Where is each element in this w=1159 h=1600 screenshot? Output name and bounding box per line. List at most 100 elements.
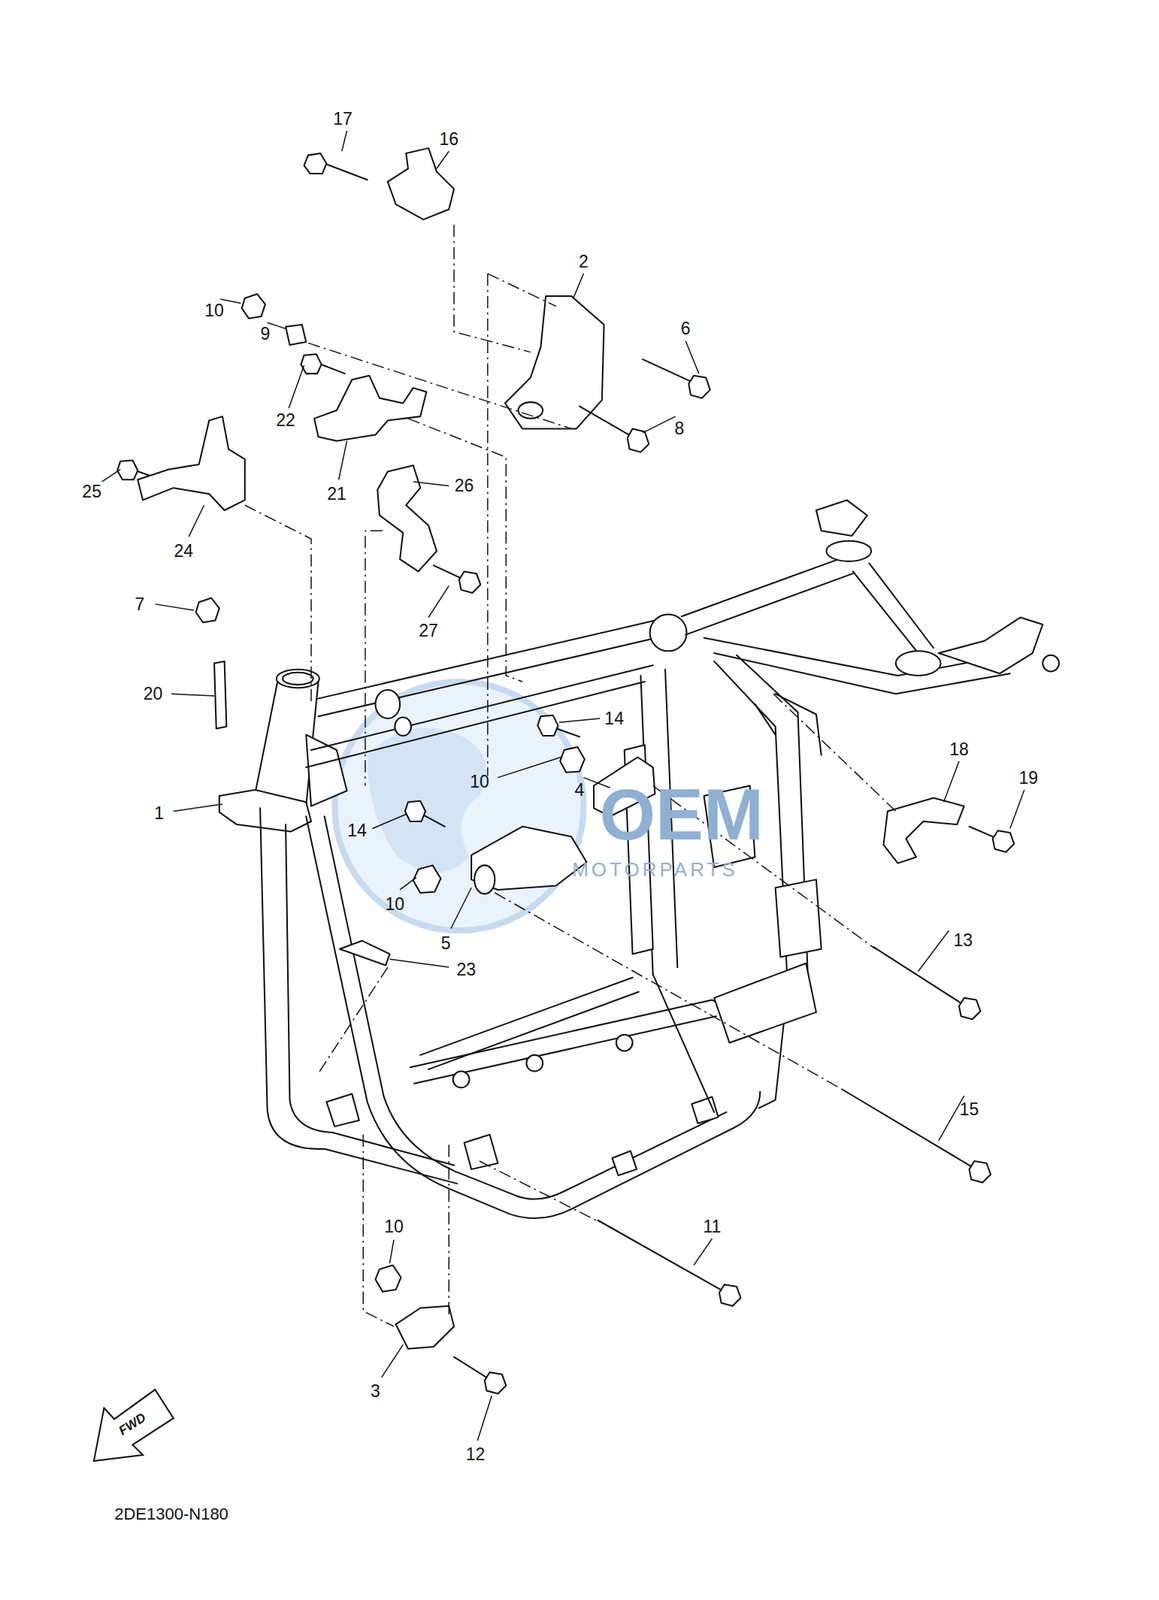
frame-parts (453, 1357, 491, 1380)
frame-parts (242, 293, 266, 319)
frame-parts (883, 798, 965, 864)
motorcycle-frame (1042, 655, 1060, 672)
callout-number: 5 (441, 934, 451, 952)
frame-parts (642, 359, 694, 383)
leader-lines (102, 130, 1025, 1441)
assembly-lines (487, 273, 557, 776)
frame-parts (992, 830, 1015, 853)
motorcycle-frame (826, 541, 872, 562)
motorcycle-frame (650, 614, 687, 651)
leader-lines (288, 365, 304, 409)
leader-lines (171, 693, 215, 697)
forward-arrow (93, 1389, 174, 1462)
callout-number: 19 (1018, 768, 1038, 787)
assembly-lines (773, 693, 896, 811)
motorcycle-frame (616, 1034, 633, 1052)
callout-number: 14 (347, 822, 367, 840)
frame-parts (375, 689, 401, 719)
motorcycle-frame (276, 669, 320, 688)
frame-parts (688, 375, 711, 399)
frame-parts (300, 354, 321, 374)
motorcycle-frame (714, 963, 817, 1044)
callout-number: 16 (438, 130, 459, 148)
leader-lines (693, 1238, 712, 1265)
frame-parts (484, 1372, 507, 1395)
callout-number: 2 (578, 252, 589, 270)
callout-number: 3 (370, 1382, 381, 1400)
leader-lines (372, 814, 406, 830)
frame-parts (579, 406, 633, 438)
watermark-globe (367, 728, 487, 873)
leader-lines (338, 441, 348, 481)
leader-lines (497, 756, 561, 778)
leader-lines (154, 604, 194, 611)
callout-number: 4 (574, 780, 585, 799)
callout-number: 10 (384, 1218, 404, 1236)
direction-mark: FWD (117, 1411, 149, 1438)
callout-number: 23 (456, 960, 477, 978)
motorcycle-frame (316, 617, 669, 718)
assembly-lines (408, 418, 523, 682)
frame-parts (518, 402, 544, 419)
callout-number: 10 (469, 773, 490, 791)
motorcycle-frame (938, 617, 1043, 675)
frame-parts (285, 324, 306, 345)
motorcycle-frame (453, 1071, 470, 1089)
callout-number: 26 (454, 477, 475, 495)
motorcycle-frame (219, 789, 312, 833)
frame-parts (304, 153, 327, 174)
frame-parts (314, 375, 427, 442)
callout-number: 6 (680, 320, 691, 338)
motorcycle-frame (611, 1150, 637, 1176)
assembly-lines (494, 892, 843, 1090)
frame-parts (474, 865, 495, 894)
frame-parts (559, 747, 585, 773)
frame-parts (627, 428, 650, 452)
frame-parts (405, 801, 426, 822)
leader-lines (390, 1240, 394, 1264)
callout-number: 14 (604, 709, 624, 727)
frame-parts (873, 947, 965, 1005)
motorcycle-frame (816, 499, 868, 536)
motorcycle-frame (260, 807, 333, 1149)
assembly-lines (245, 224, 896, 1327)
leader-lines (341, 130, 348, 152)
assembly-lines (453, 224, 531, 353)
watermark: OEM (599, 778, 764, 851)
frame-parts (459, 571, 482, 594)
frame-parts (505, 296, 605, 429)
leader-lines (399, 877, 417, 890)
callout-number: 17 (332, 109, 353, 128)
frame-parts (137, 416, 246, 511)
leader-lines (573, 273, 585, 299)
callout-number: 25 (81, 483, 102, 501)
frame-parts (196, 598, 220, 624)
callout-number: 7 (135, 595, 146, 613)
frame-parts (117, 148, 1014, 1394)
drawing-code: 2DE1300-N180 (114, 1506, 229, 1523)
callout-number: 21 (326, 485, 347, 503)
motorcycle-frame (420, 977, 639, 1070)
motorcycle-frame (324, 1132, 457, 1184)
leader-lines (642, 416, 675, 433)
frame-parts (537, 715, 558, 736)
motorcycle-frame (895, 650, 942, 676)
frame-parts (377, 465, 437, 572)
assembly-lines (363, 1134, 449, 1327)
watermark-globe (334, 681, 584, 931)
leader-lines (173, 804, 223, 812)
frame-parts (214, 661, 227, 730)
callout-number: 10 (204, 301, 224, 319)
frame-parts (413, 865, 442, 893)
frame-parts (842, 1089, 975, 1169)
frame-parts (339, 941, 391, 966)
leader-lines (413, 481, 450, 486)
motorcycle-frame (853, 563, 934, 654)
assembly-lines (308, 342, 572, 429)
assembly-lines (318, 967, 388, 1074)
leader-lines (685, 341, 700, 374)
leader-lines (428, 585, 449, 618)
